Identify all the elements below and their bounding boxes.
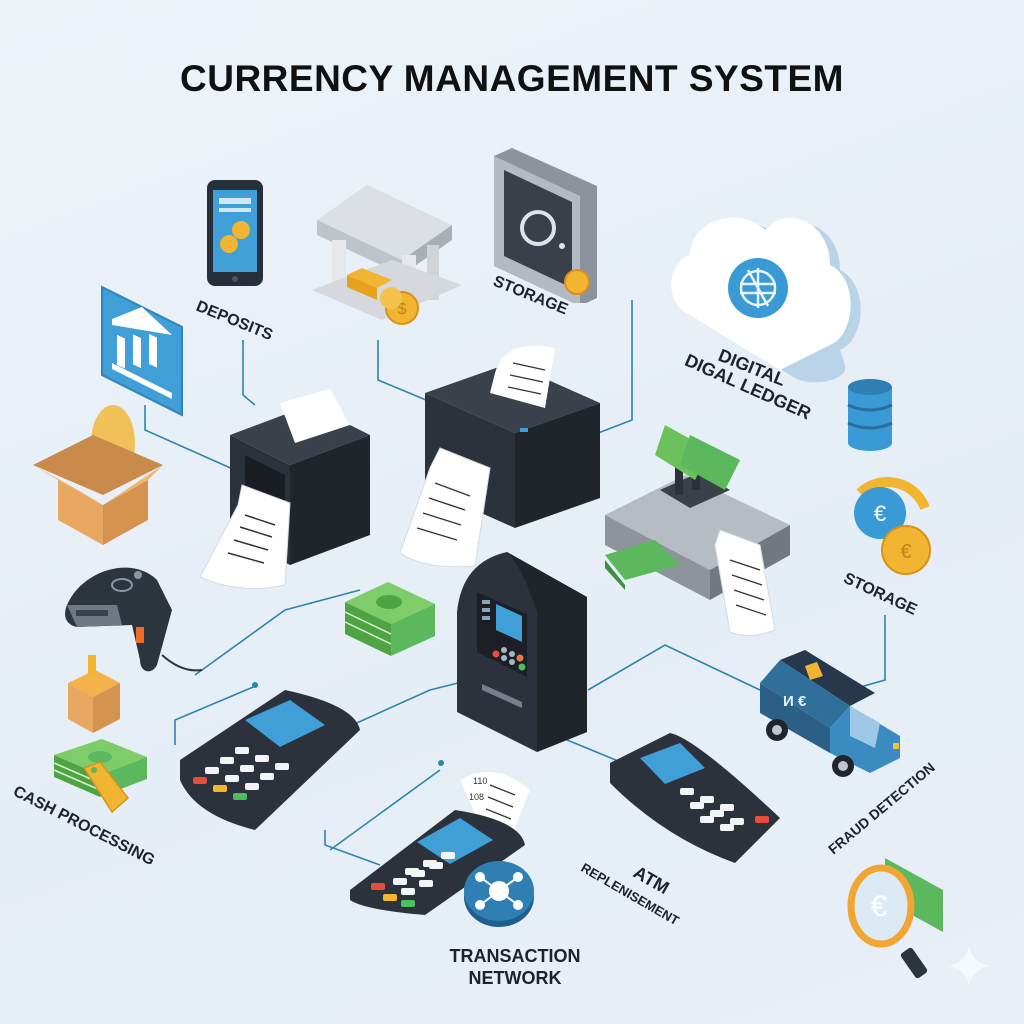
card-terminal-icon[interactable]: 110 108 [345,760,535,925]
barcode-scanner-icon [62,555,203,685]
open-box-icon [28,405,168,555]
svg-text:€: € [871,890,888,923]
page-title: CURRENCY MANAGEMENT SYSTEM [180,58,844,99]
van-marking: И € [783,693,807,710]
atm-icon[interactable] [452,552,592,757]
svg-text:€: € [874,501,886,526]
svg-text:€: € [900,541,911,563]
bank-tile-icon [100,285,185,422]
smartphone-icon [205,178,267,295]
label-transaction-network-line1: TRANSACTION [449,946,581,966]
database-icon [846,377,894,457]
magnifier-icon: € [845,850,955,985]
receipt-value: 110 [473,776,487,786]
card-terminal-icon[interactable] [605,728,785,873]
cloud-ledger-icon [670,200,870,395]
cash-stack-icon [52,735,152,820]
cash-stack-icon [343,580,438,665]
label-transaction-network: TRANSACTION NETWORK [420,945,610,989]
safe-vault-icon [492,148,602,308]
price-tag-icon [82,761,130,819]
currency-exchange-icon: € € [840,468,932,588]
sparkle-icon [946,943,992,994]
card-terminal-icon[interactable] [175,685,365,840]
receipt-printer-icon[interactable] [199,385,380,600]
cash-counter-icon[interactable] [600,420,805,645]
armored-van-icon: И € [755,648,913,785]
network-node-icon [462,855,537,935]
label-transaction-network-line2: NETWORK [468,968,562,988]
svg-text:$: $ [398,301,407,318]
receipt-printer-icon[interactable] [395,338,605,575]
parcel-icon [60,655,125,740]
receipt-value: 108 [469,792,484,802]
bank-building-icon: $ [312,180,462,350]
